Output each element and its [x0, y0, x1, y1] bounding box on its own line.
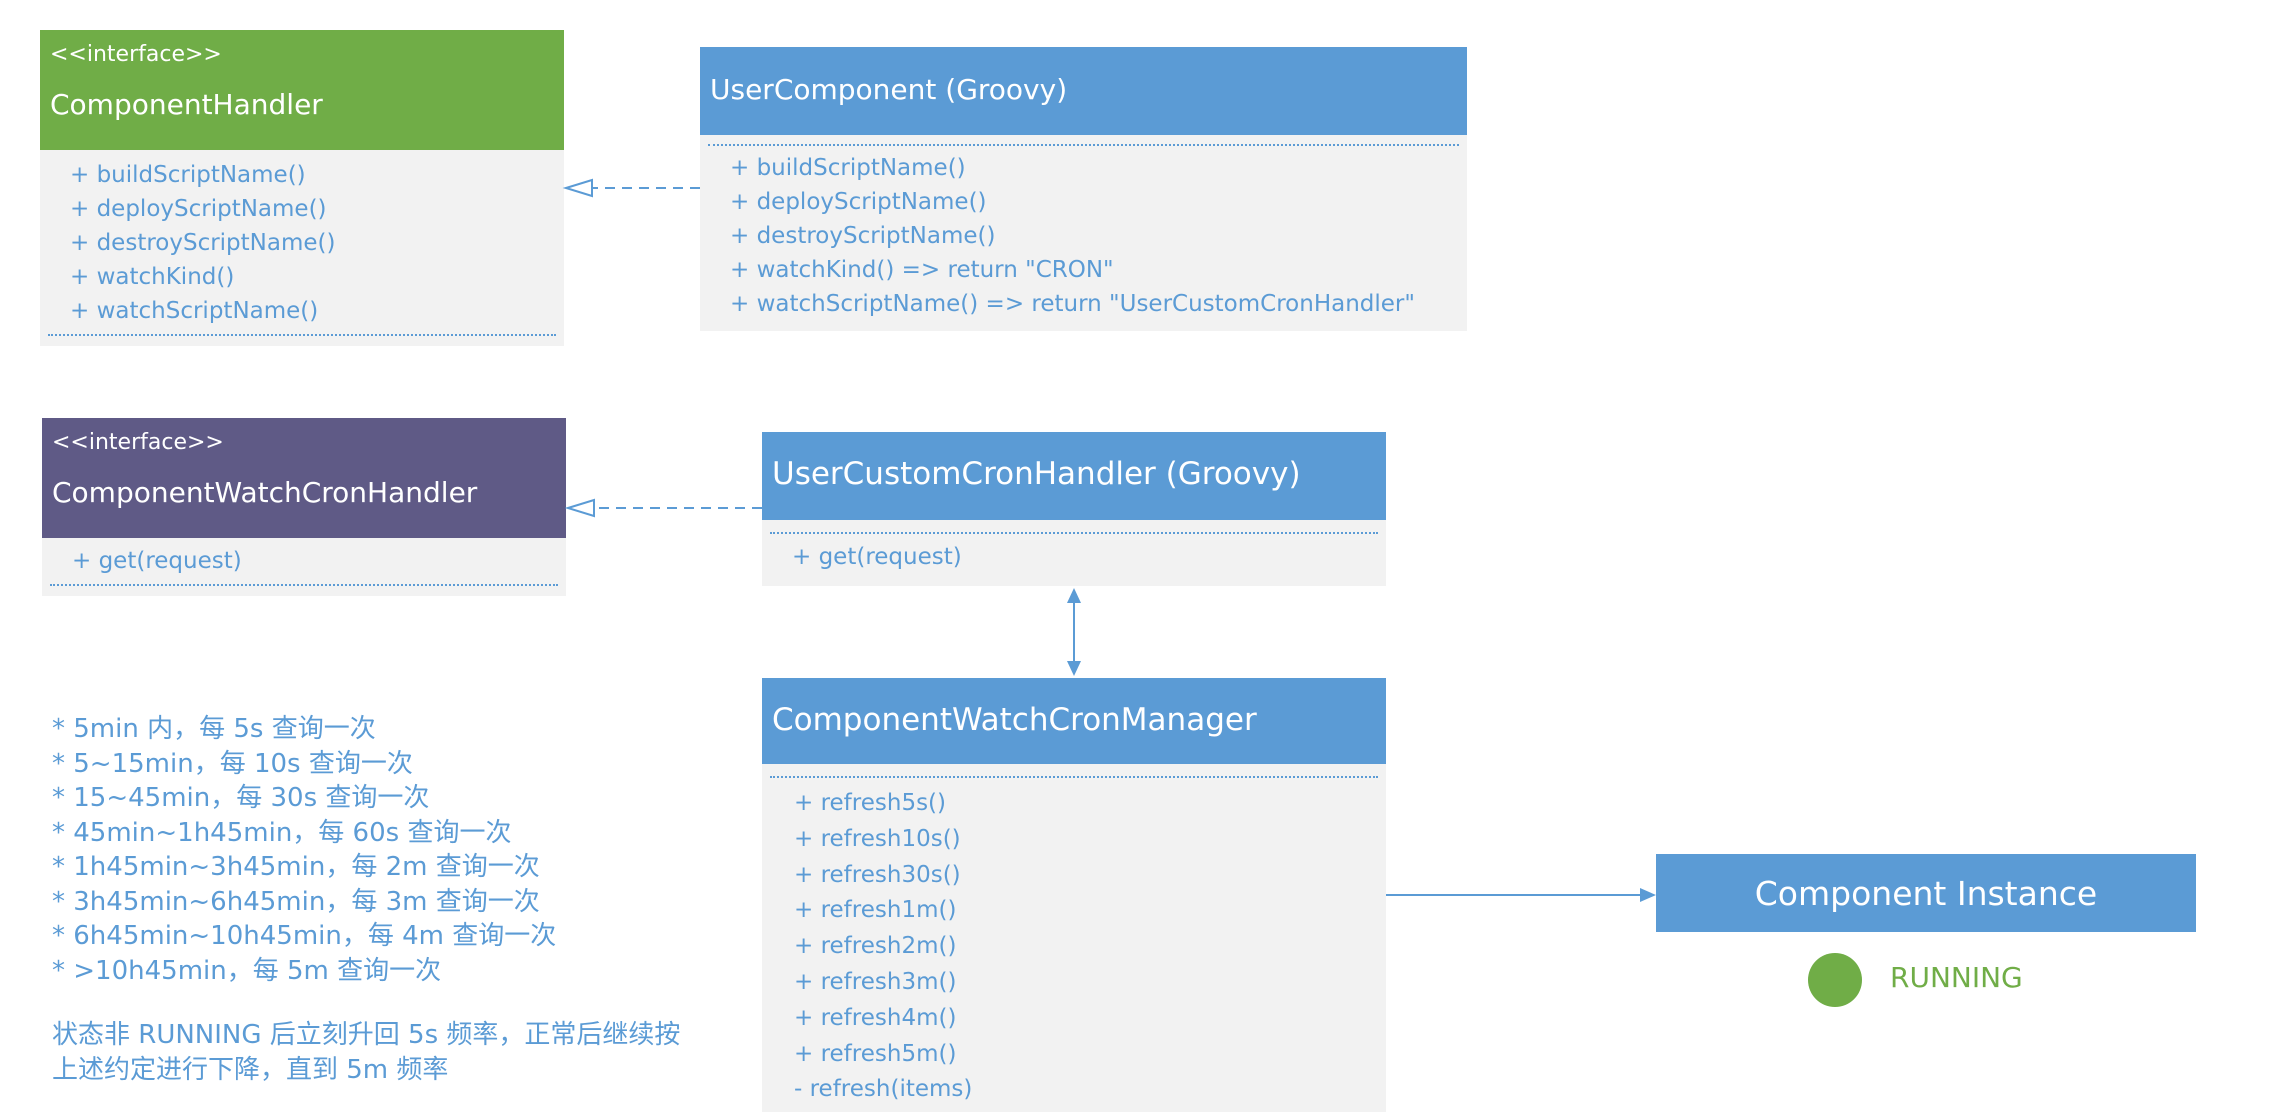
- method-item: + destroyScriptName(): [730, 223, 996, 249]
- hollow-arrowhead: [564, 498, 595, 518]
- cron-manager-box: ComponentWatchCronManager + refresh5s() …: [762, 678, 1386, 1112]
- schedule-notes: * 5min 内，每 5s 查询一次 * 5~15min，每 10s 查询一次 …: [52, 712, 556, 988]
- cron-manager-body: + refresh5s() + refresh10s() + refresh30…: [762, 764, 1386, 1112]
- method-item: + refresh1m(): [794, 897, 957, 924]
- footnote: 状态非 RUNNING 后立刻升回 5s 频率，正常后继续按 上述约定进行下降，…: [52, 1018, 680, 1088]
- divider: [48, 334, 556, 336]
- watch-cron-handler-box: <<interface>> ComponentWatchCronHandler …: [42, 418, 566, 596]
- method-item: + deployScriptName(): [730, 189, 987, 215]
- component-instance-label: Component Instance: [1754, 873, 2098, 913]
- method-item: + refresh2m(): [794, 933, 957, 960]
- running-status-label: RUNNING: [1890, 961, 2023, 994]
- divider: [708, 144, 1459, 146]
- hollow-arrowhead: [562, 178, 593, 198]
- running-status-dot: [1808, 953, 1862, 1007]
- user-cron-handler-box: UserCustomCronHandler (Groovy) + get(req…: [762, 432, 1386, 586]
- schedule-note: * 5~15min，每 10s 查询一次: [52, 748, 413, 779]
- schedule-note: * 45min~1h45min，每 60s 查询一次: [52, 817, 512, 848]
- schedule-note: * 15~45min，每 30s 查询一次: [52, 783, 430, 813]
- user-component-body: + buildScriptName() + deployScriptName()…: [700, 135, 1467, 331]
- component-instance-box: Component Instance: [1656, 854, 2196, 932]
- schedule-note: * 1h45min~3h45min，每 2m 查询一次: [52, 852, 540, 882]
- method-item: + destroyScriptName(): [70, 230, 336, 256]
- user-component-methods: + buildScriptName() + deployScriptName()…: [730, 151, 1415, 321]
- component-handler-methods: + buildScriptName() + deployScriptName()…: [70, 158, 335, 328]
- user-cron-handler-body: + get(request): [762, 520, 1386, 586]
- schedule-note: * >10h45min，每 5m 查询一次: [52, 955, 442, 986]
- method-item: + refresh4m(): [794, 1004, 957, 1031]
- arrowhead-up: [1067, 588, 1081, 603]
- arrowhead-right: [1640, 888, 1656, 902]
- watch-cron-handler-methods: + get(request): [72, 544, 242, 578]
- method-item: + refresh5m(): [794, 1040, 957, 1067]
- divider: [770, 776, 1378, 778]
- component-handler-title: ComponentHandler: [50, 88, 323, 121]
- user-component-header: UserComponent (Groovy): [700, 47, 1467, 135]
- component-handler-box: <<interface>> ComponentHandler + buildSc…: [40, 30, 564, 346]
- footnote-line: 状态非 RUNNING 后立刻升回 5s 频率，正常后继续按: [52, 1020, 681, 1050]
- method-item: + get(request): [792, 544, 962, 570]
- divider: [50, 584, 558, 586]
- schedule-note: * 6h45min~10h45min，每 4m 查询一次: [52, 921, 557, 951]
- method-item: + watchKind(): [70, 264, 235, 290]
- watch-cron-handler-body: + get(request): [42, 538, 566, 596]
- watch-cron-handler-title: ComponentWatchCronHandler: [52, 476, 478, 509]
- watch-cron-handler-stereotype: <<interface>>: [52, 430, 224, 455]
- schedule-note: * 5min 内，每 5s 查询一次: [52, 714, 376, 744]
- method-item: + deployScriptName(): [70, 196, 327, 222]
- component-handler-stereotype: <<interface>>: [50, 42, 222, 67]
- arrowhead-down: [1067, 661, 1081, 676]
- footnote-line: 上述约定进行下降，直到 5m 频率: [52, 1055, 449, 1085]
- component-handler-header: <<interface>> ComponentHandler: [40, 30, 564, 150]
- method-item: + refresh3m(): [794, 968, 957, 995]
- method-item: - refresh(items): [794, 1076, 973, 1103]
- user-cron-handler-methods: + get(request): [792, 540, 962, 574]
- method-item: + watchKind() => return "CRON": [730, 257, 1114, 283]
- cron-manager-methods: + refresh5s() + refresh10s() + refresh30…: [794, 786, 972, 1108]
- method-item: + refresh30s(): [794, 861, 961, 888]
- user-component-title: UserComponent (Groovy): [710, 73, 1068, 106]
- method-item: + get(request): [72, 548, 242, 574]
- method-item: + watchScriptName(): [70, 298, 319, 324]
- cron-manager-title: ComponentWatchCronManager: [772, 702, 1257, 738]
- method-item: + watchScriptName() => return "UserCusto…: [730, 291, 1415, 317]
- user-component-box: UserComponent (Groovy) + buildScriptName…: [700, 47, 1467, 331]
- method-item: + buildScriptName(): [70, 162, 306, 188]
- cron-manager-header: ComponentWatchCronManager: [762, 678, 1386, 764]
- method-item: + refresh5s(): [794, 790, 947, 816]
- method-item: + refresh10s(): [794, 825, 961, 852]
- user-cron-handler-header: UserCustomCronHandler (Groovy): [762, 432, 1386, 520]
- watch-cron-handler-header: <<interface>> ComponentWatchCronHandler: [42, 418, 566, 538]
- user-cron-handler-title: UserCustomCronHandler (Groovy): [772, 456, 1301, 492]
- divider: [770, 532, 1378, 534]
- schedule-note: * 3h45min~6h45min，每 3m 查询一次: [52, 886, 540, 917]
- component-handler-body: + buildScriptName() + deployScriptName()…: [40, 150, 564, 346]
- method-item: + buildScriptName(): [730, 155, 966, 181]
